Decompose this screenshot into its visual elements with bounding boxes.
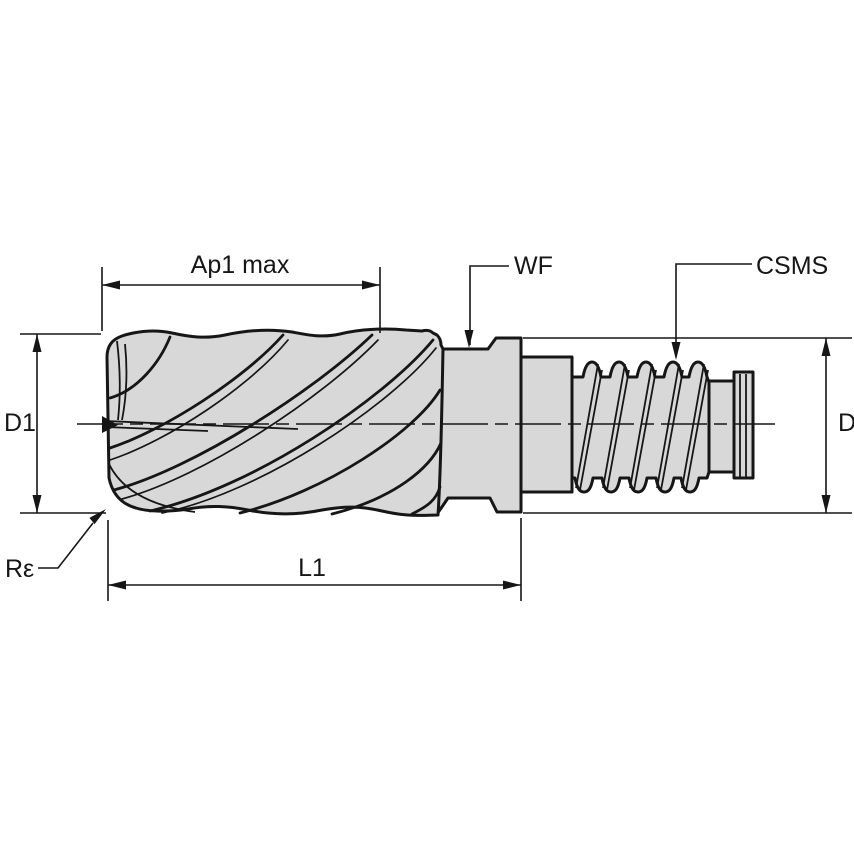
arrowhead-down	[821, 495, 831, 513]
leader-wf: WF	[464, 252, 553, 348]
leader-corner-radius: Rε	[5, 509, 106, 583]
dim-l1: L1	[107, 518, 522, 601]
dim-d1: D1	[4, 333, 106, 514]
nose-details	[102, 340, 299, 513]
arrowhead-up	[32, 334, 42, 352]
label-ap1-max: Ap1 max	[191, 251, 290, 279]
arrowhead-left	[108, 580, 126, 590]
arrowhead-up	[821, 338, 831, 356]
label-l1: L1	[298, 554, 326, 582]
arrowhead-down	[671, 342, 681, 360]
leader-csms: CSMS	[671, 252, 828, 360]
flute-lines	[108, 333, 443, 516]
shank-stub	[732, 370, 755, 480]
arrowhead-down	[32, 495, 42, 513]
thread-flank-lines	[575, 363, 709, 491]
tool-geometry	[77, 327, 775, 517]
arrowhead-down	[464, 330, 474, 348]
label-d: D	[838, 409, 854, 437]
arrowhead-right	[503, 580, 521, 590]
neck-and-flange	[435, 336, 523, 516]
label-wf: WF	[514, 252, 553, 280]
label-csms: CSMS	[756, 252, 828, 280]
label-corner-radius: Rε	[5, 555, 34, 583]
arrowhead-right	[362, 280, 380, 290]
dim-d: D	[523, 337, 854, 514]
arrowhead-left	[102, 280, 120, 290]
shank-stub-ring-lines	[739, 374, 747, 477]
arrowhead-diagonal	[89, 509, 106, 525]
dim-ap1-max: Ap1 max	[101, 251, 381, 333]
label-d1: D1	[4, 409, 36, 437]
